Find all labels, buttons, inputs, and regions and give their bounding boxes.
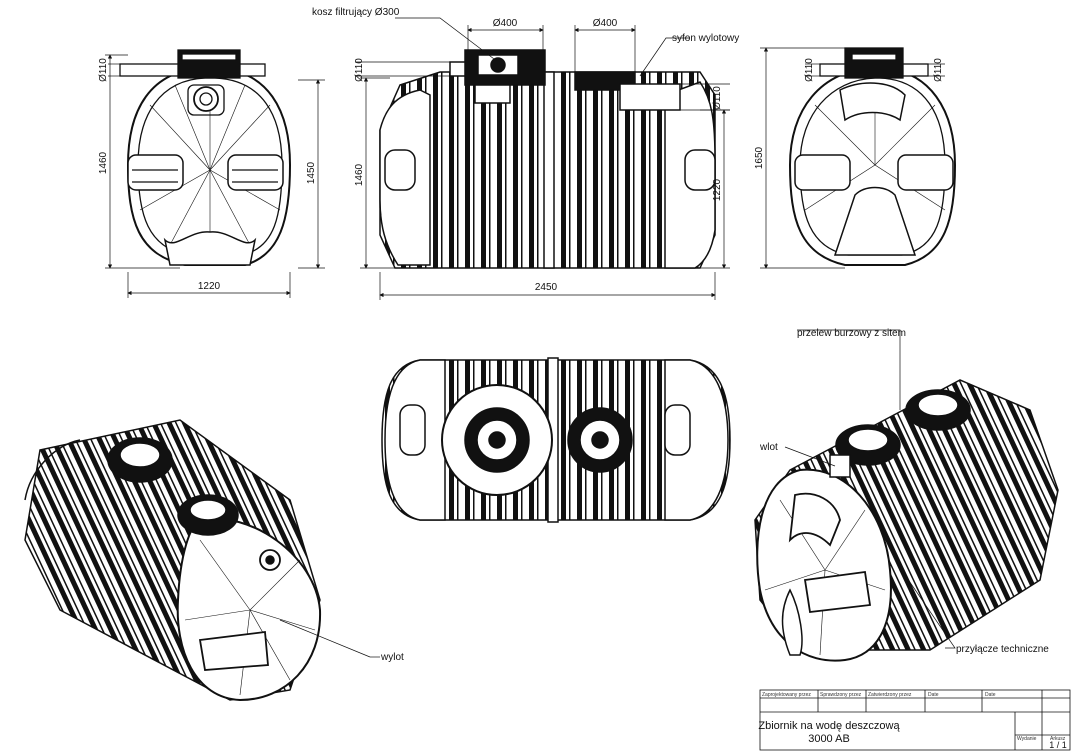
sheet-value: 1 / 1 <box>1049 740 1067 750</box>
checked-by-label: Sprawdzony przez <box>820 692 862 698</box>
rear-tank-body <box>788 47 957 266</box>
outlet-siphon-label: syfon wylotowy <box>672 33 739 44</box>
technical-connections-label: przyłącze techniczne <box>956 644 1049 655</box>
designed-by-label: Zaprojektowany przez <box>762 692 811 698</box>
rear-height-dim: 1650 <box>754 146 765 169</box>
side-length-dim: 2450 <box>535 282 558 293</box>
rear-dimension-lines <box>760 47 945 269</box>
date-label-2: Date <box>985 692 996 698</box>
side-tank-body <box>379 49 716 269</box>
edition-label: Wydanie <box>1017 736 1037 742</box>
rear-pipe-right-dim: Ø110 <box>933 58 944 82</box>
side-view: 2450 1460 1220 Ø110 Ø110 Ø400 Ø400 kosz … <box>312 7 739 300</box>
front-height-left-dim: 1460 <box>98 151 109 174</box>
hatch-left-dim: Ø400 <box>493 18 518 29</box>
title-block <box>759 689 1071 751</box>
rear-pipe-left-dim: Ø110 <box>804 58 815 82</box>
front-view: 1220 1460 1450 Ø110 <box>98 49 325 298</box>
sheet-label: Arkusz <box>1050 736 1066 742</box>
front-height-right-dim: 1450 <box>306 161 317 184</box>
rear-view: 1650 Ø110 Ø110 <box>754 47 957 269</box>
iso-view-left <box>24 419 380 702</box>
date-label-1: Date <box>928 692 939 698</box>
approved-by-label: Zatwierdzony przez <box>868 692 912 698</box>
side-pipe-right-dim: Ø110 <box>712 86 723 110</box>
side-outlet-height-dim: 1220 <box>712 178 723 201</box>
iso-view-right <box>754 329 1059 662</box>
filter-basket-label: kosz filtrujący Ø300 <box>312 7 400 18</box>
side-dimension-lines <box>355 17 730 300</box>
drawing-title-line2: 3000 AB <box>808 733 850 745</box>
outlet-label: wylot <box>380 652 404 663</box>
storm-overflow-label: przelew burzowy z sitem <box>797 328 906 339</box>
front-pipe-dim: Ø110 <box>98 58 109 82</box>
front-dimension-lines <box>105 54 325 298</box>
side-height-dim: 1460 <box>354 163 365 186</box>
inlet-label: wlot <box>759 442 778 453</box>
front-width-dim: 1220 <box>198 281 221 292</box>
hatch-right-dim: Ø400 <box>593 18 618 29</box>
top-view <box>381 357 731 523</box>
front-tank-body <box>119 49 292 266</box>
side-pipe-left-dim: Ø110 <box>354 58 365 82</box>
drawing-title-line1: Zbiornik na wodę deszczową <box>758 720 900 732</box>
